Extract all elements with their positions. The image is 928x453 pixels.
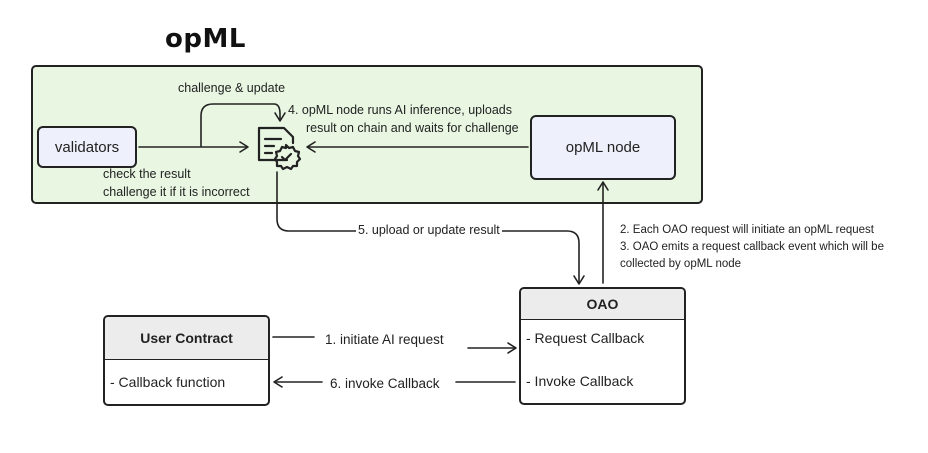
label-step4-line1: 4. opML node runs AI inference, uploads bbox=[288, 103, 512, 117]
label-step6: 6. invoke Callback bbox=[330, 376, 440, 391]
arrowhead-validators bbox=[239, 141, 249, 153]
arrowhead-initiate bbox=[507, 342, 517, 354]
arrowhead-upload-result bbox=[573, 275, 585, 285]
arrowhead-invoke bbox=[273, 376, 283, 388]
verified-document-icon bbox=[257, 126, 302, 171]
user-contract-class-box[interactable]: User Contract - Callback function bbox=[103, 315, 270, 406]
label-check-line2: challenge it if it is incorrect bbox=[103, 185, 250, 199]
opml-node-label: opML node bbox=[565, 139, 641, 156]
diagram-title: opML bbox=[165, 24, 246, 54]
validators-node[interactable]: validators bbox=[37, 126, 137, 168]
oao-header: OAO bbox=[521, 289, 684, 320]
arrow-challenge-loop bbox=[200, 103, 281, 147]
oao-class-box[interactable]: OAO - Request Callback - Invoke Callback bbox=[519, 287, 686, 405]
user-contract-callback-function: - Callback function bbox=[110, 374, 226, 390]
label-challenge-update: challenge & update bbox=[178, 81, 286, 95]
arrowhead-opml-node bbox=[306, 141, 316, 153]
arrowhead-oao-to-opml bbox=[597, 181, 609, 191]
label-step1: 1. initiate AI request bbox=[325, 332, 444, 347]
label-check-line1: check the result bbox=[103, 167, 191, 181]
label-step4-line2: result on chain and waits for challenge bbox=[306, 121, 519, 135]
label-step3-line2: collected by opML node bbox=[620, 258, 742, 270]
oao-request-callback: - Request Callback bbox=[526, 330, 645, 346]
arrowhead-challenge-loop bbox=[274, 112, 286, 122]
validators-label: validators bbox=[54, 138, 120, 156]
label-step3-line1: 3. OAO emits a request callback event wh… bbox=[620, 241, 884, 253]
label-step5: 5. upload or update result bbox=[356, 222, 502, 239]
user-contract-header: User Contract bbox=[105, 317, 268, 360]
oao-invoke-callback: - Invoke Callback bbox=[526, 373, 634, 389]
opml-node[interactable]: opML node bbox=[530, 115, 676, 180]
label-step2: 2. Each OAO request will initiate an opM… bbox=[620, 224, 874, 236]
